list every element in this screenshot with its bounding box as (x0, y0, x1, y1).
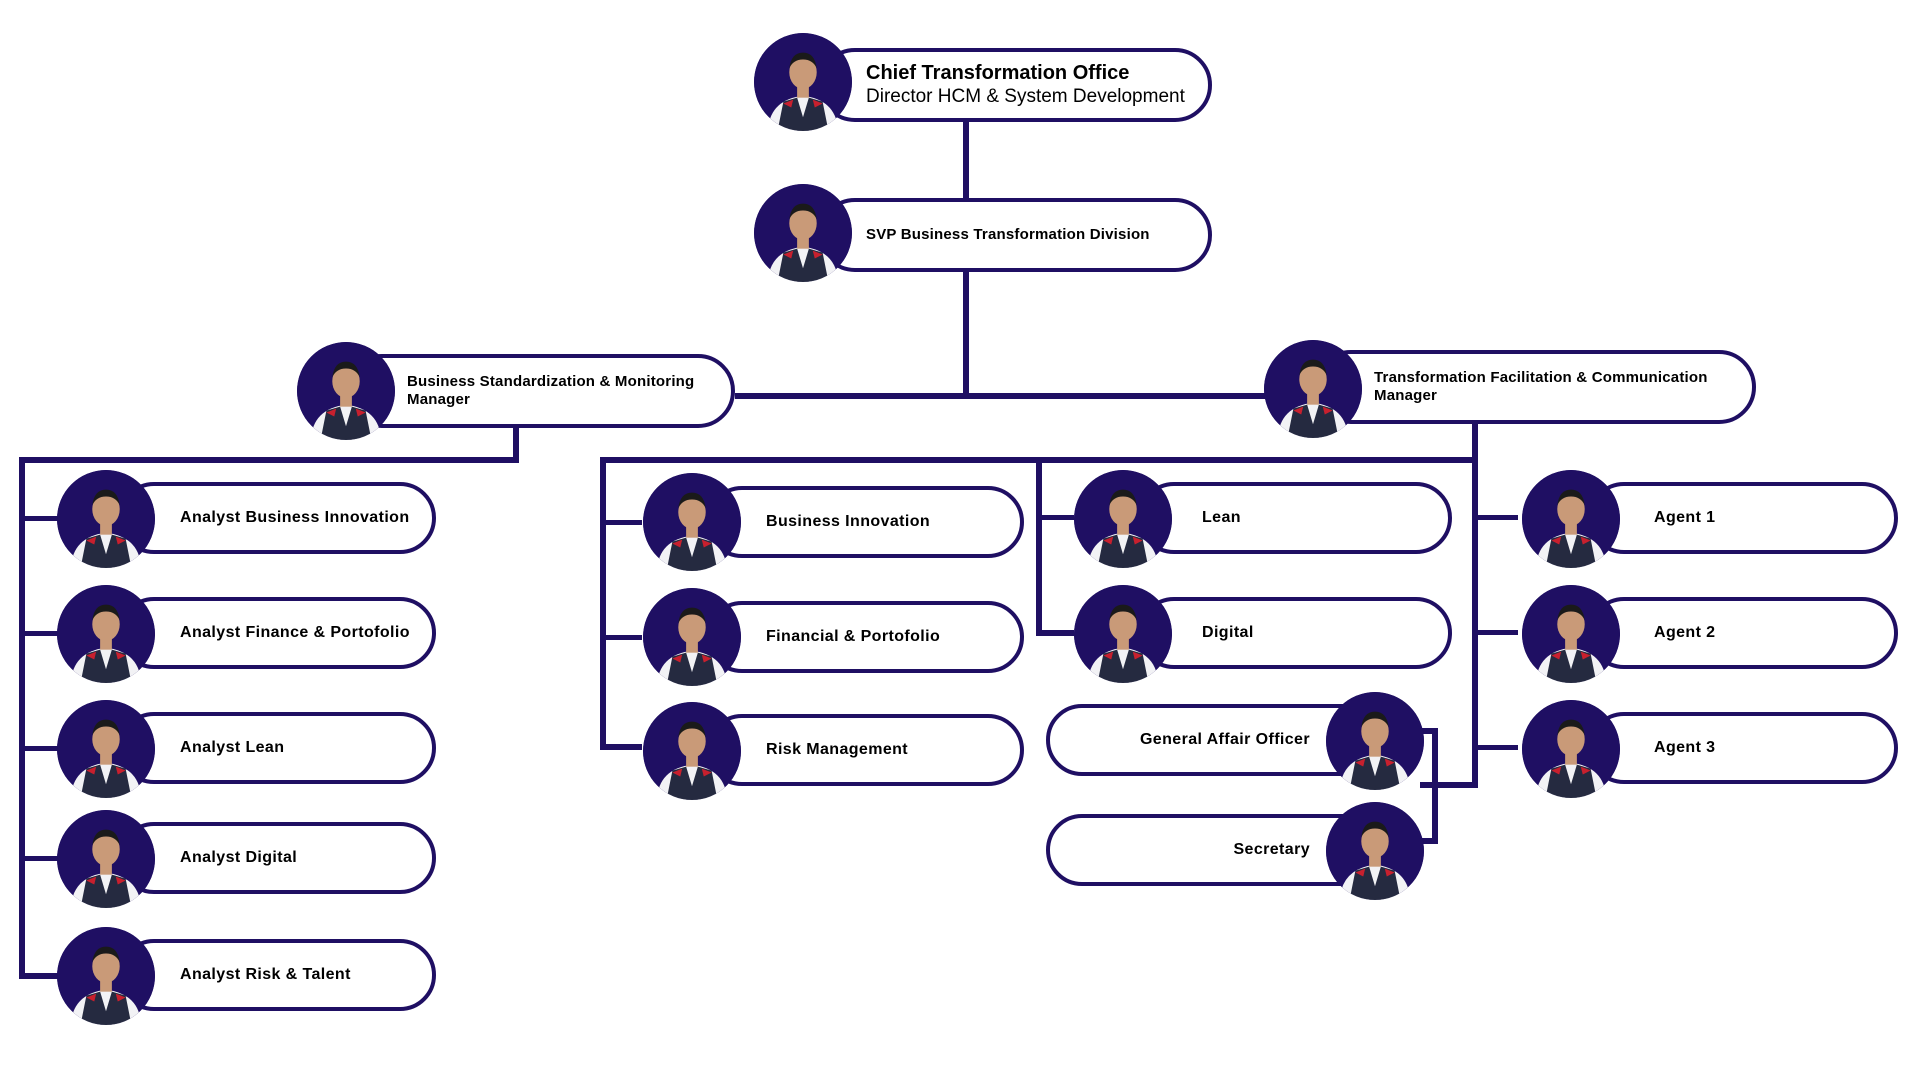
node-chief-transformation-office[interactable]: Chief Transformation Office Director HCM… (818, 48, 1212, 122)
node-label: General Affair Officer (1139, 731, 1310, 748)
person-portrait-icon (1326, 692, 1424, 790)
node-analyst-1[interactable]: Analyst Business Innovation (118, 482, 436, 554)
connector-team-a-1 (600, 520, 642, 525)
connector-team-a-3 (600, 744, 642, 750)
connector-top-to-svp (963, 118, 969, 202)
person-portrait-icon (643, 702, 741, 800)
node-label: Financial & Portofolio (766, 628, 941, 645)
connector-right-manager-down (1472, 424, 1478, 788)
connector-analyst-1 (19, 516, 59, 521)
node-analyst-5[interactable]: Analyst Risk & Talent (118, 939, 436, 1011)
connector-agent-3 (1472, 745, 1518, 750)
node-label: Lean (1202, 509, 1241, 526)
connector-support-trunk (1432, 728, 1438, 844)
node-label: Analyst Lean (180, 739, 285, 756)
connector-left-manager-down (513, 428, 519, 460)
node-team-risk-management[interactable]: Risk Management (706, 714, 1024, 786)
connector-svp-down (963, 268, 969, 398)
node-label: Analyst Business Innovation (180, 509, 410, 526)
connector-analyst-2 (19, 631, 59, 636)
node-label: Business Standardization & Monitoring Ma… (407, 373, 695, 408)
node-label: Agent 1 (1654, 509, 1716, 526)
node-label: Agent 2 (1654, 624, 1716, 641)
node-label: Business Innovation (766, 513, 931, 530)
person-portrait-icon (754, 33, 852, 131)
person-portrait-icon (1074, 470, 1172, 568)
node-team-digital[interactable]: Digital (1138, 597, 1452, 669)
connector-teams-b-trunk (1036, 457, 1042, 635)
connector-agent-1 (1472, 515, 1518, 520)
node-label: Analyst Digital (180, 849, 298, 866)
node-team-financial-portofolio[interactable]: Financial & Portofolio (706, 601, 1024, 673)
connector-analyst-3 (19, 746, 59, 751)
person-portrait-icon (57, 470, 155, 568)
person-portrait-icon (57, 810, 155, 908)
connector-support-bar (1420, 782, 1478, 788)
node-svp-business-transformation[interactable]: SVP Business Transformation Division (818, 198, 1212, 272)
connector-left-bar (19, 457, 519, 463)
person-portrait-icon (57, 585, 155, 683)
node-label: Analyst Risk & Talent (180, 966, 351, 983)
node-label: Agent 3 (1654, 739, 1716, 756)
node-agent-3[interactable]: Agent 3 (1588, 712, 1898, 784)
node-agent-2[interactable]: Agent 2 (1588, 597, 1898, 669)
person-portrait-icon (1074, 585, 1172, 683)
person-portrait-icon (297, 342, 395, 440)
connector-managers-bar (735, 393, 1275, 399)
node-label: Analyst Finance & Portofolio (180, 624, 410, 641)
node-manager-transformation-facilitation[interactable]: Transformation Facilitation & Communicat… (1314, 350, 1756, 424)
person-portrait-icon (57, 700, 155, 798)
person-portrait-icon (643, 588, 741, 686)
node-agent-1[interactable]: Agent 1 (1588, 482, 1898, 554)
node-analyst-2[interactable]: Analyst Finance & Portofolio (118, 597, 436, 669)
node-team-lean[interactable]: Lean (1138, 482, 1452, 554)
connector-team-b-1 (1036, 515, 1074, 520)
node-analyst-4[interactable]: Analyst Digital (118, 822, 436, 894)
node-manager-business-standardization[interactable]: Business Standardization & Monitoring Ma… (345, 354, 735, 428)
connector-analyst-5 (19, 973, 59, 979)
connector-teams-a-trunk (600, 457, 606, 749)
connector-team-b-2 (1036, 630, 1074, 636)
connector-team-a-2 (600, 635, 642, 640)
person-portrait-icon (1522, 470, 1620, 568)
node-label: Risk Management (766, 741, 909, 758)
person-portrait-icon (754, 184, 852, 282)
node-label: Secretary (1233, 841, 1310, 858)
node-label: Transformation Facilitation & Communicat… (1374, 369, 1708, 404)
person-portrait-icon (1522, 700, 1620, 798)
node-subtitle: Director HCM & System Development (866, 86, 1185, 107)
connector-analyst-4 (19, 856, 59, 861)
person-portrait-icon (643, 473, 741, 571)
node-label: SVP Business Transformation Division (866, 226, 1150, 243)
node-title: Chief Transformation Office (866, 62, 1130, 84)
connector-left-trunk (19, 457, 25, 979)
person-portrait-icon (1326, 802, 1424, 900)
person-portrait-icon (1522, 585, 1620, 683)
connector-agent-2 (1472, 630, 1518, 635)
person-portrait-icon (57, 927, 155, 1025)
person-portrait-icon (1264, 340, 1362, 438)
node-team-business-innovation[interactable]: Business Innovation (706, 486, 1024, 558)
node-label: Digital (1202, 624, 1254, 641)
node-analyst-3[interactable]: Analyst Lean (118, 712, 436, 784)
